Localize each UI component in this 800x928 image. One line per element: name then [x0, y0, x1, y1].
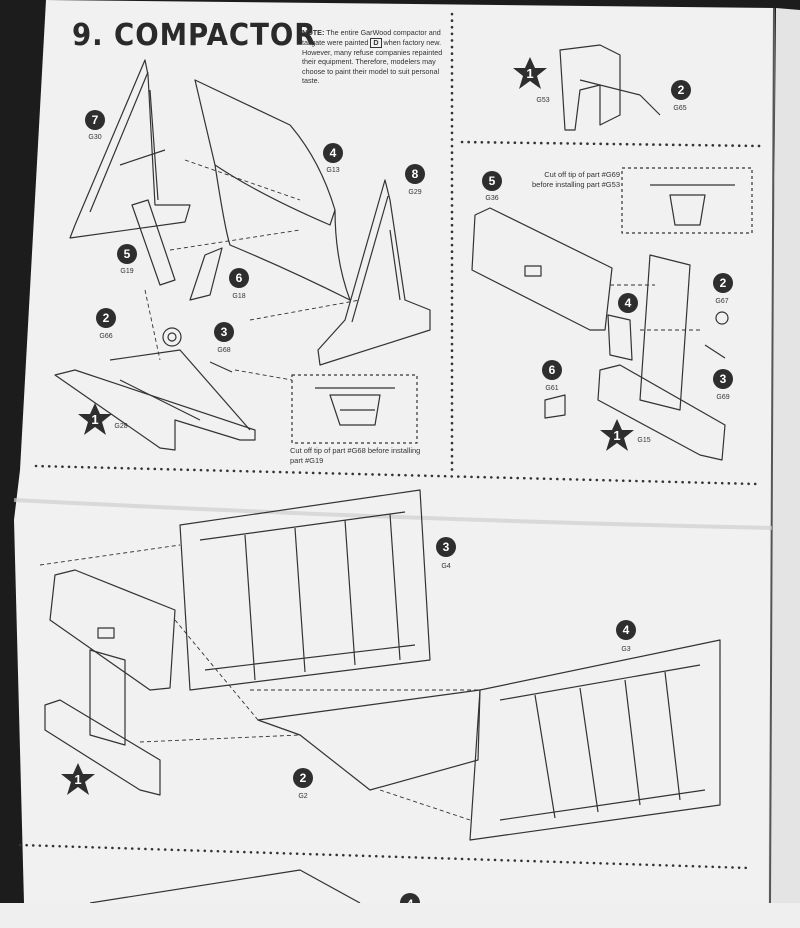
note-body-1: The entire GarWood compactor and tailgat…: [302, 28, 441, 47]
note-text: NOTE: The entire GarWood compactor and t…: [302, 28, 452, 86]
step-4-marker: 4: [323, 143, 343, 163]
part-g29-drawing: [317, 179, 431, 366]
step-2-marker: 2: [96, 308, 116, 328]
note-label: NOTE:: [302, 28, 325, 37]
part-label-g28: G28: [114, 423, 128, 430]
step-1-star: 1: [512, 56, 548, 92]
step-2-marker: 2: [671, 80, 691, 100]
section-title: 9. COMPACTOR: [72, 18, 317, 53]
cut-detail-box-g68: [291, 374, 418, 444]
part-g53-drawing: [559, 44, 621, 131]
part-label-g67: G67: [715, 298, 729, 305]
part-label-g15: G15: [637, 437, 651, 444]
part-label-g65: G65: [673, 105, 687, 112]
part-label-g69: G69: [716, 394, 730, 401]
part-label-g4: G4: [441, 563, 451, 570]
step-3-marker: 3: [214, 322, 234, 342]
step-4-marker: 4: [618, 293, 638, 313]
step-1-star-number: 1: [526, 66, 534, 81]
instruction-sheet-photo: 9. COMPACTOR NOTE: The entire GarWood co…: [0, 0, 800, 903]
step-1-star-number: 1: [91, 412, 99, 427]
step-1-star-number: 1: [74, 772, 82, 787]
part-g2-drawing: [257, 689, 481, 791]
step-1-star: 1: [599, 418, 635, 454]
bottom-strip: [0, 903, 800, 928]
step-3-marker: 3: [713, 369, 733, 389]
step-3-marker: 3: [436, 537, 456, 557]
step-4-marker: 4: [616, 620, 636, 640]
part-label-g18: G18: [232, 293, 246, 300]
step-8-marker: 8: [405, 164, 425, 184]
part-label-g19: G19: [120, 268, 134, 275]
part-label-g66: G66: [99, 333, 113, 340]
step-6-marker: 6: [229, 268, 249, 288]
part-g3-drawing: [469, 639, 721, 841]
part-label-g3: G3: [621, 646, 631, 653]
step-1-star-number: 1: [613, 428, 621, 443]
part-label-g13: G13: [326, 167, 340, 174]
part-g36-drawing: [471, 207, 613, 331]
part-g36-assembled: [49, 569, 176, 691]
step-5-marker: 5: [482, 171, 502, 191]
step-2-marker: 2: [293, 768, 313, 788]
part-label-g29: G29: [408, 189, 422, 196]
cut-caption-g68: Cut off tip of part #G68 before installi…: [290, 446, 421, 465]
step-2-marker: 2: [713, 273, 733, 293]
note-body-2: when factory new. However, many refuse c…: [302, 37, 443, 86]
step-1-star: 1: [60, 762, 96, 798]
part-g28-drawing: [54, 369, 256, 451]
step-1-star: 1: [77, 402, 113, 438]
part-g19-drawing: [131, 199, 176, 286]
step-7-marker: 7: [85, 110, 105, 130]
part-g4-drawing: [179, 489, 431, 691]
part-g18-drawing: [189, 247, 223, 301]
cut-detail-box-g69: [621, 167, 753, 234]
step-5-marker: 5: [117, 244, 137, 264]
paint-code-box: D: [370, 37, 382, 48]
part-g30-drawing: [69, 59, 191, 239]
part-g66-drawing: [162, 327, 182, 347]
part-label-g53: G53: [536, 97, 550, 104]
part-g13-drawing: [194, 79, 336, 226]
step-6-marker: 6: [542, 360, 562, 380]
part-label-g30: G30: [88, 134, 102, 141]
part-g15-drawing: [639, 254, 691, 411]
part-label-g2: G2: [298, 793, 308, 800]
instruction-sheet-paper: [13, 0, 800, 903]
part-g68-drawing: [209, 361, 233, 373]
cut-caption-g69: Cut off tip of part #G69 before installi…: [532, 170, 620, 189]
part-label-g36: G36: [485, 195, 499, 202]
part-label-g61: G61: [545, 385, 559, 392]
part-label-g68: G68: [217, 347, 231, 354]
step-4-marker-partial: 4: [400, 894, 420, 903]
